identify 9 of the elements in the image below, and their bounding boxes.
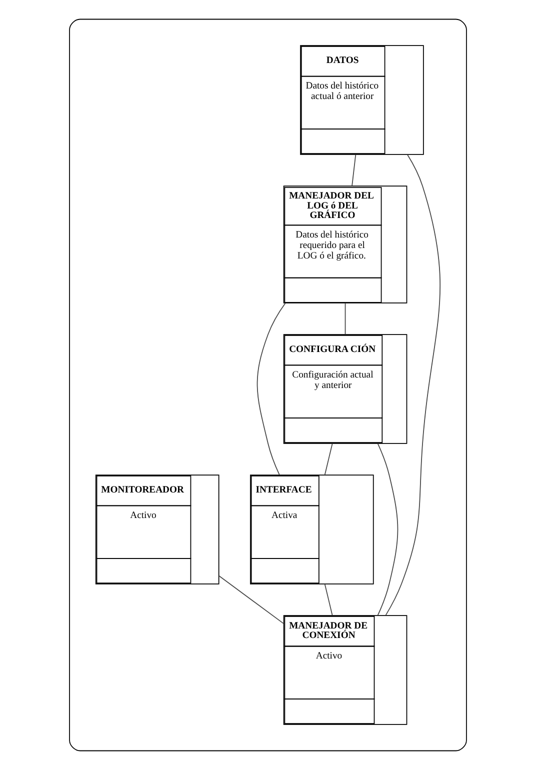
connector [218, 575, 284, 624]
cluster [69, 18, 467, 752]
connector [385, 154, 440, 616]
connector [352, 154, 356, 186]
connector [256, 302, 286, 476]
connector [377, 443, 398, 616]
connector [324, 443, 333, 476]
connector [344, 302, 346, 335]
connector [324, 584, 333, 616]
